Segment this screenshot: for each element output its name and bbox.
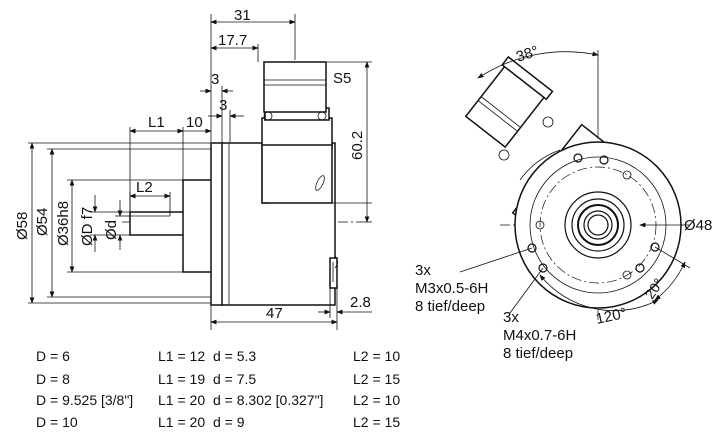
cell-D: D = 9.525 [3/8"] — [36, 392, 133, 408]
side-view: 31 17.7 3 3 S5 60.2 L1 10 L2 — [14, 7, 372, 330]
dim-dd-f7: ØD f7 — [79, 207, 96, 246]
front-view: 38° Ø48 120° 20° 3x M3x0.5-6H 8 tief/dee… — [415, 43, 712, 362]
dim-d36h8: Ø36h8 — [55, 201, 72, 246]
dim-d54: Ø54 — [34, 208, 51, 236]
cell-L2: L2 = 15 — [353, 371, 400, 387]
connector — [261, 61, 333, 204]
dim-17-7: 17.7 — [218, 32, 247, 49]
dim-47: 47 — [266, 305, 283, 322]
cell-d: d = 9 — [213, 414, 245, 430]
table-row: D = 9.525 [3/8"] L1 = 20 d = 8.302 [0.32… — [36, 392, 400, 408]
dim-d48: Ø48 — [684, 217, 712, 234]
dim-10: 10 — [186, 114, 203, 131]
cell-L2: L2 = 10 — [353, 392, 400, 408]
dim-d-small: Ød — [103, 220, 120, 240]
dim-60-2: 60.2 — [349, 131, 366, 160]
table-row: D = 6 L1 = 12 d = 5.3 L2 = 10 — [36, 348, 400, 364]
dim-3-upper: 3 — [211, 71, 219, 88]
cell-L2: L2 = 10 — [353, 348, 400, 364]
dim-3-lower: 3 — [219, 97, 227, 114]
dim-2-8: 2.8 — [350, 294, 371, 311]
note-m4-depth: 8 tief/deep — [503, 345, 573, 362]
cell-D: D = 6 — [36, 348, 70, 364]
m4-holes — [527, 153, 660, 273]
cell-d: d = 5.3 — [213, 348, 256, 364]
front-connector — [464, 55, 554, 149]
note-m3-count: 3x — [415, 262, 431, 279]
dim-31: 31 — [234, 7, 251, 24]
cell-d: d = 7.5 — [213, 371, 256, 387]
table-row: D = 8 L1 = 19 d = 7.5 L2 = 15 — [36, 371, 400, 387]
table-row: D = 10 L1 = 20 d = 9 L2 = 15 — [36, 414, 400, 430]
cell-D: D = 10 — [36, 414, 78, 430]
flange — [210, 142, 224, 306]
dim-120-deg: 120° — [594, 305, 628, 328]
cell-L2: L2 = 15 — [353, 414, 400, 430]
cell-L1: L1 = 20 — [158, 392, 205, 408]
cell-L1: L1 = 20 — [158, 414, 205, 430]
shaft — [129, 211, 186, 236]
dim-38-deg: 38° — [514, 43, 541, 66]
note-m4-thread: M4x0.7-6H — [503, 327, 576, 344]
shaft-variant-table: D = 6 L1 = 12 d = 5.3 L2 = 10 D = 8 L1 =… — [36, 348, 400, 430]
dim-l1: L1 — [148, 114, 165, 131]
cell-L1: L1 = 19 — [158, 371, 205, 387]
note-m3-thread: M3x0.5-6H — [415, 280, 488, 297]
cell-L1: L1 = 12 — [158, 348, 205, 364]
dim-s5: S5 — [333, 70, 351, 87]
cell-d: d = 8.302 [0.327"] — [213, 392, 323, 408]
note-m4-count: 3x — [503, 309, 519, 326]
dim-d58: Ø58 — [14, 212, 31, 240]
dim-l2: L2 — [136, 179, 153, 196]
centring-collar — [182, 179, 214, 273]
note-m3-depth: 8 tief/deep — [415, 298, 485, 315]
cell-D: D = 8 — [36, 371, 70, 387]
